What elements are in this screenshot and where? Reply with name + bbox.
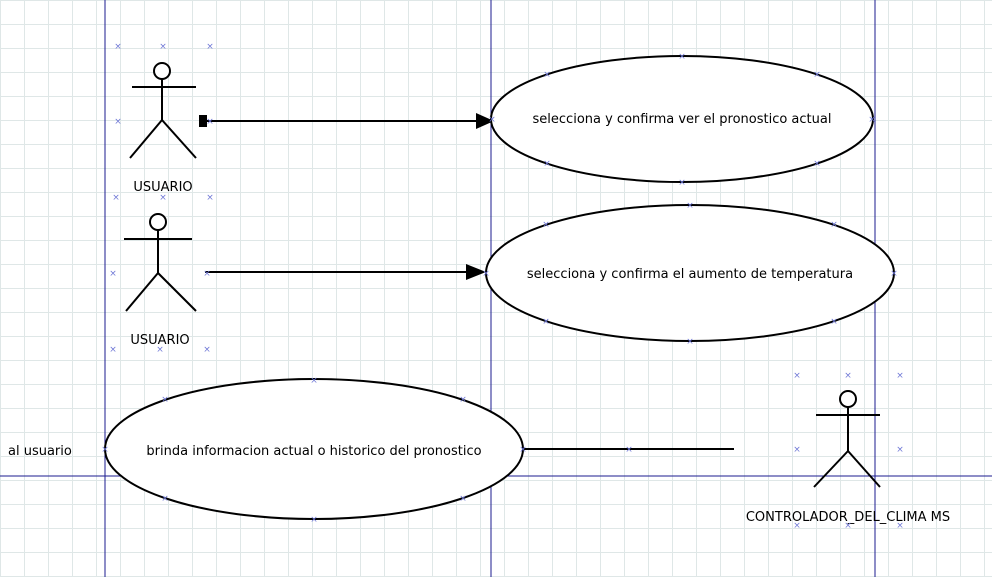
- svg-text:×: ×: [543, 159, 551, 169]
- svg-text:×: ×: [519, 445, 527, 455]
- svg-text:×: ×: [793, 521, 801, 531]
- svg-text:×: ×: [793, 371, 801, 381]
- use-case-aumento-temperatura[interactable]: selecciona y confirma el aumento de temp…: [485, 204, 895, 342]
- svg-text:×: ×: [206, 117, 214, 127]
- svg-text:×: ×: [482, 269, 490, 279]
- association-usuario2-usecase2[interactable]: [205, 264, 486, 280]
- actor-usuario[interactable]: [129, 62, 197, 159]
- svg-text:×: ×: [686, 337, 694, 347]
- svg-text:×: ×: [161, 494, 169, 504]
- actor-usuario[interactable]: [124, 213, 197, 312]
- svg-text:×: ×: [156, 345, 164, 355]
- svg-text:×: ×: [109, 269, 117, 279]
- svg-text:×: ×: [206, 193, 214, 203]
- svg-text:×: ×: [203, 345, 211, 355]
- svg-text:×: ×: [310, 515, 318, 525]
- svg-text:×: ×: [203, 269, 211, 279]
- svg-text:×: ×: [112, 193, 120, 203]
- use-case-label: selecciona y confirma ver el pronostico …: [533, 112, 832, 127]
- svg-text:×: ×: [896, 521, 904, 531]
- svg-text:×: ×: [159, 42, 167, 52]
- svg-text:×: ×: [459, 494, 467, 504]
- use-case-brinda-informacion[interactable]: brinda informacion actual o historico de…: [104, 378, 524, 520]
- svg-text:×: ×: [161, 395, 169, 405]
- selection-handle-marks: ××× ×× ××× ××× ×× ××× ××× ×× ××× ×× ××× …: [101, 42, 904, 531]
- svg-text:×: ×: [542, 220, 550, 230]
- svg-text:×: ×: [625, 445, 633, 455]
- svg-text:×: ×: [114, 117, 122, 127]
- association-usuario1-usecase1[interactable]: [199, 113, 494, 129]
- svg-text:×: ×: [459, 395, 467, 405]
- svg-text:×: ×: [896, 371, 904, 381]
- svg-text:×: ×: [678, 52, 686, 62]
- svg-text:×: ×: [793, 445, 801, 455]
- svg-text:×: ×: [114, 42, 122, 52]
- svg-text:×: ×: [159, 193, 167, 203]
- use-case-ver-pronostico[interactable]: selecciona y confirma ver el pronostico …: [490, 55, 874, 183]
- svg-text:×: ×: [101, 445, 109, 455]
- svg-text:×: ×: [896, 445, 904, 455]
- use-case-label: selecciona y confirma el aumento de temp…: [527, 267, 853, 282]
- svg-text:×: ×: [890, 269, 898, 279]
- svg-text:×: ×: [844, 371, 852, 381]
- svg-text:×: ×: [844, 521, 852, 531]
- svg-text:×: ×: [813, 159, 821, 169]
- svg-text:×: ×: [543, 70, 551, 80]
- actor-label: USUARIO: [130, 333, 189, 348]
- svg-text:×: ×: [488, 115, 496, 125]
- svg-text:×: ×: [686, 201, 694, 211]
- actor-label: CONTROLADOR_DEL_CLIMA MS: [746, 510, 950, 525]
- side-label: al usuario: [8, 444, 72, 459]
- svg-text:×: ×: [310, 376, 318, 386]
- svg-text:×: ×: [678, 178, 686, 188]
- actor-controlador-del-clima[interactable]: [813, 390, 881, 488]
- use-case-label: brinda informacion actual o historico de…: [146, 444, 481, 459]
- svg-text:×: ×: [830, 220, 838, 230]
- svg-text:×: ×: [830, 317, 838, 327]
- svg-text:×: ×: [206, 42, 214, 52]
- actor-label: USUARIO: [133, 180, 192, 195]
- svg-text:×: ×: [109, 345, 117, 355]
- svg-text:×: ×: [868, 115, 876, 125]
- svg-text:×: ×: [542, 317, 550, 327]
- svg-text:×: ×: [813, 70, 821, 80]
